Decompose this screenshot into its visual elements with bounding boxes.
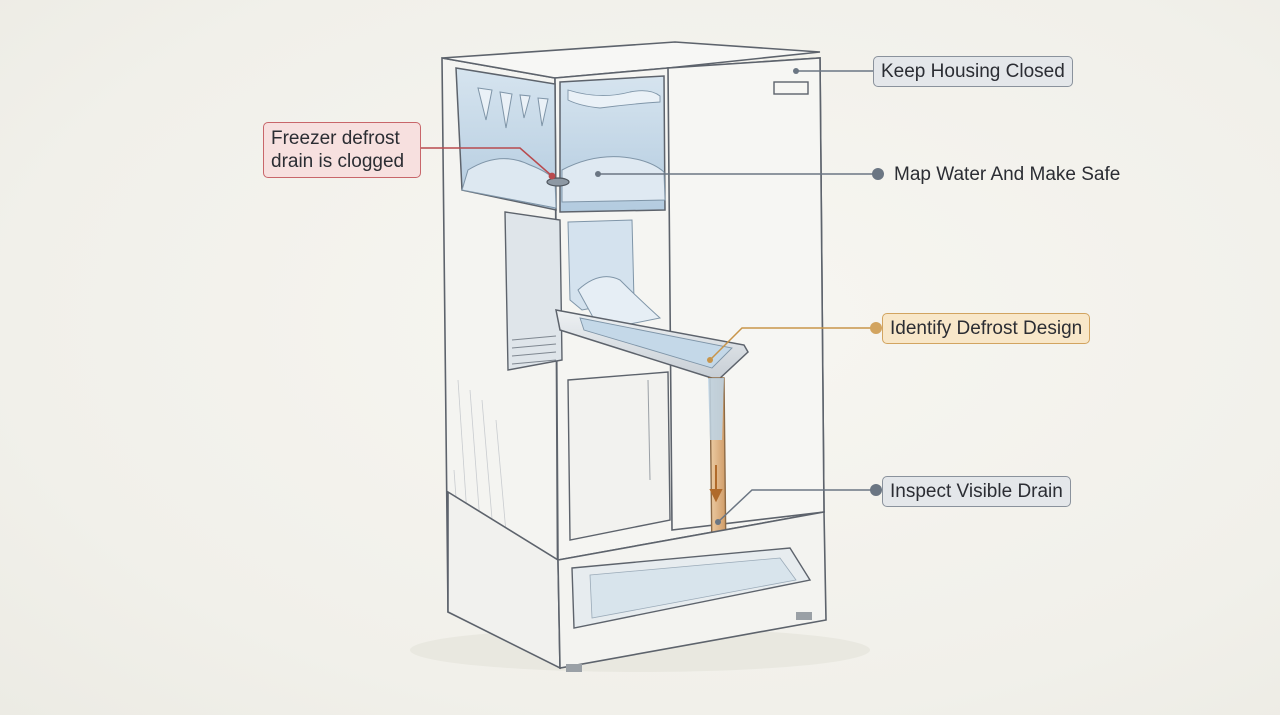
water-dot-target bbox=[595, 171, 601, 177]
drip-tray-water bbox=[589, 557, 797, 619]
lower-compartment-frame bbox=[567, 371, 671, 541]
label-map-water: Map Water And Make Safe bbox=[894, 163, 1120, 186]
leader-clog bbox=[418, 147, 553, 177]
foot-right bbox=[796, 612, 812, 620]
callout-keep-housing-closed: Keep Housing Closed bbox=[873, 56, 1073, 87]
drain-dot bbox=[870, 484, 882, 496]
foot-left bbox=[566, 664, 582, 672]
label-map-water-text: Map Water And Make Safe bbox=[894, 164, 1121, 185]
evaporator-fins bbox=[511, 335, 557, 365]
ice-floor-right bbox=[561, 156, 666, 203]
callout-identify-defrost-text: Identify Defrost Design bbox=[890, 318, 1083, 339]
door-handle bbox=[773, 81, 809, 95]
callout-keep-housing-closed-text: Keep Housing Closed bbox=[881, 61, 1065, 82]
evaporator-cavity bbox=[504, 211, 563, 371]
clogged-drain-hole bbox=[546, 177, 570, 187]
defrost-dot bbox=[870, 322, 882, 334]
cabinet-top bbox=[441, 41, 821, 79]
flow-arrow-icon bbox=[709, 465, 723, 503]
leader-defrost bbox=[709, 327, 876, 361]
callout-clogged-drain-text: Freezer defrost drain is clogged bbox=[271, 128, 405, 172]
ice-top-right bbox=[567, 89, 661, 109]
freezer-door-panel bbox=[667, 57, 825, 531]
callout-inspect-drain: Inspect Visible Drain bbox=[882, 476, 1071, 507]
leader-lines bbox=[418, 70, 878, 523]
leader-drain bbox=[717, 489, 876, 523]
ice-overflow bbox=[577, 276, 662, 331]
water-dot bbox=[872, 168, 884, 180]
callout-inspect-drain-text: Inspect Visible Drain bbox=[890, 481, 1063, 502]
icicles bbox=[477, 87, 549, 129]
trough-water bbox=[579, 317, 733, 369]
callout-identify-defrost: Identify Defrost Design bbox=[882, 313, 1091, 344]
pipe-water-top bbox=[708, 378, 724, 440]
callout-clogged-drain: Freezer defrost drain is clogged bbox=[263, 122, 421, 178]
